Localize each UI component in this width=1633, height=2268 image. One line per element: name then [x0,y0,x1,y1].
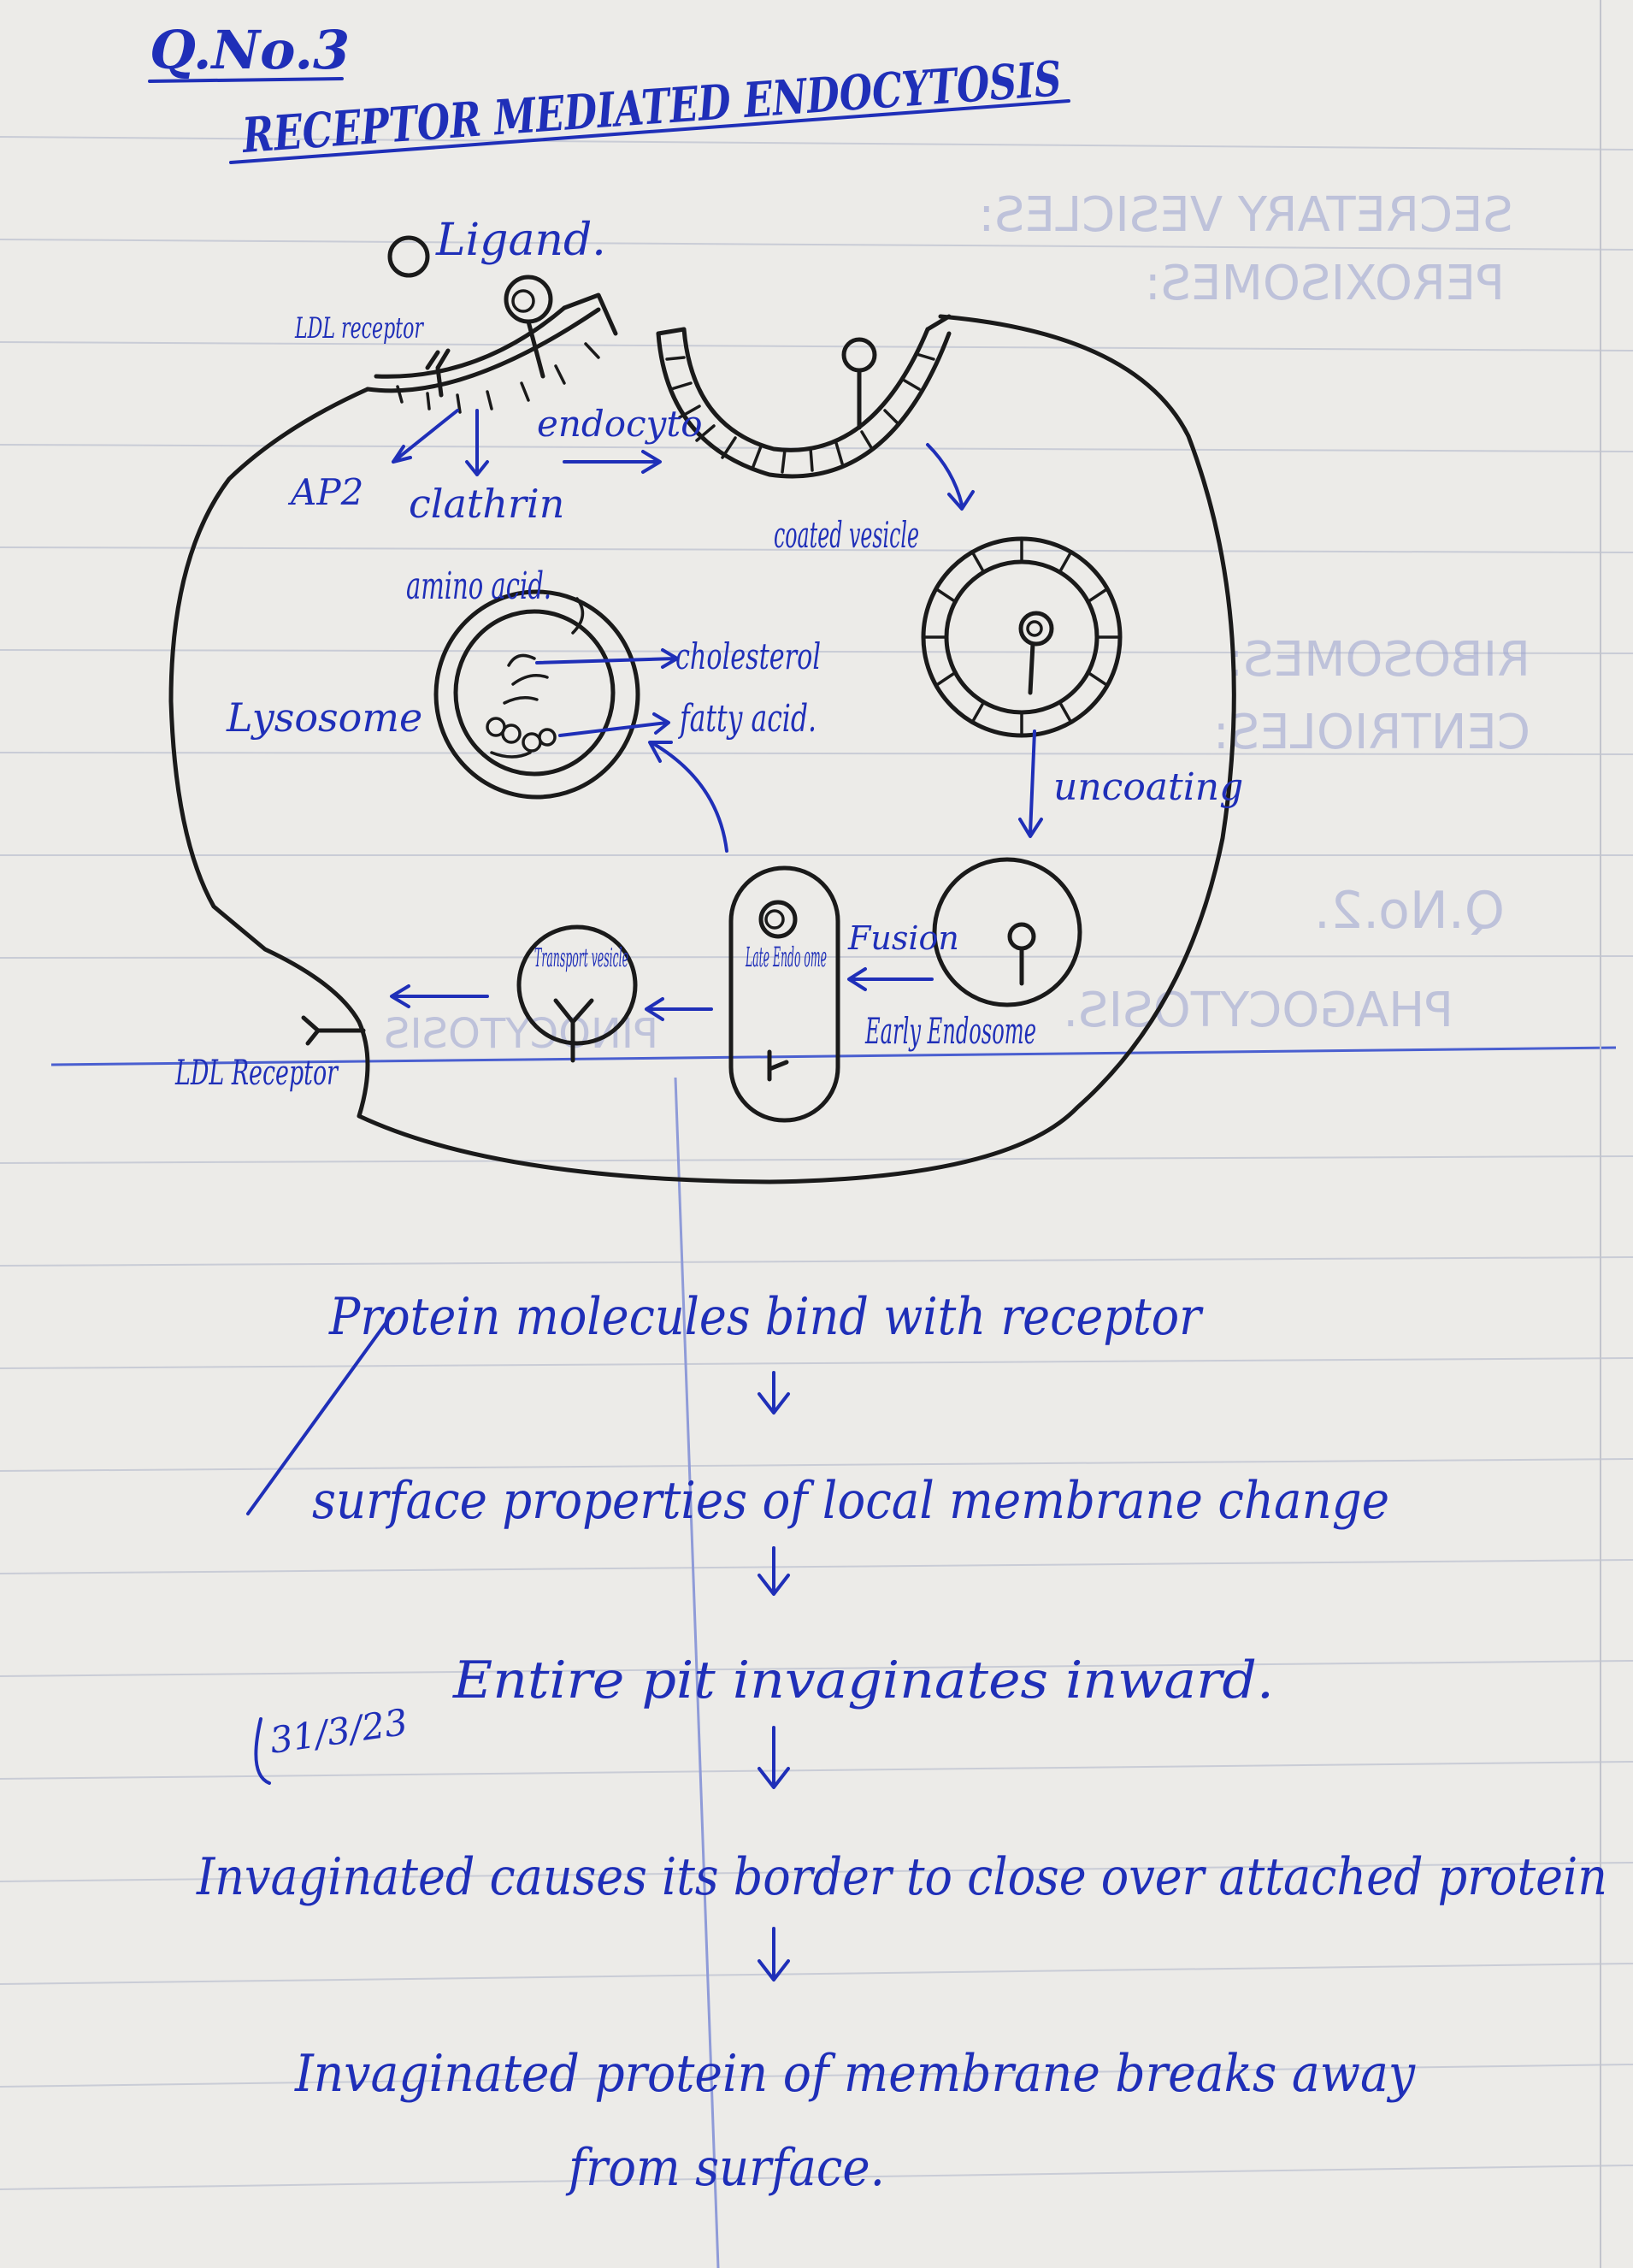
flow-step-2: surface properties of local membrane cha… [312,1471,1389,1531]
ldl-receptor-recycled [301,1015,366,1046]
arrow-fusion [847,967,934,991]
ligand-receptor-pit [841,337,877,430]
label-fatty-acid: fatty acid. [678,697,816,741]
flow-step-1: Protein molecules bind with receptor [328,1287,1204,1347]
label-transport-vesicle: Transport vesicle [534,943,628,973]
arrow-to-transport-vesicle [645,997,713,1021]
membrane-pit-left [365,292,618,414]
margin-stroke [246,1311,395,1515]
label-endocytosis: endocyto [537,403,703,445]
label-amino-acid: amino acid. [406,564,551,608]
label-fusion: Fusion [847,919,959,957]
label-ligand: Ligand. [435,215,606,266]
arrow-endocytosis [563,450,662,474]
ghost-line-4: CENTRIOLES: [1213,705,1530,760]
ghost-line-2: PEROXISOMES: [1145,256,1505,311]
ghost-line-5: Q.No.2. [1314,881,1505,941]
label-ldl-receptor-top: LDL receptor [294,311,424,346]
flow-arrow-4 [758,1927,790,1982]
label-uncoating: uncoating [1053,765,1243,809]
arrow-clathrin [465,409,489,476]
ghost-line-1: SECRETARY VESICLES: [978,187,1513,243]
label-ap2: AP2 [287,471,363,513]
label-clathrin: clathrin [409,481,564,527]
label-ldl-receptor-bottom: LDL Receptor [174,1054,339,1093]
page-title: RECEPTOR MEDIATED ENDOCYTOSIS [239,50,1064,164]
cell-diagram [168,235,1236,1184]
arrow-ap2 [392,409,459,464]
flow-step-5: Invaginated protein of membrane breaks a… [294,2044,1416,2104]
label-coated-vesicle: coated vesicle [774,514,919,556]
ghost-line-3: RIBOSOMES: [1227,632,1530,688]
flow-step-3: Entire pit invaginates inward. [452,1651,1274,1710]
label-late-endosome: Late Endo ome [746,941,827,973]
membrane-pit-right [656,314,952,479]
late-endosome [728,865,840,1123]
transport-vesicle [516,924,638,1063]
cell-membrane [168,314,1236,1184]
early-endosome [932,857,1082,1007]
flow-arrow-2 [758,1546,790,1596]
bleed-through-text: SECRETARY VESICLES: PEROXISOMES: RIBOSOM… [384,187,1530,1058]
label-lysosome: Lysosome [226,694,422,741]
ghost-line-7: PINOCYTOSIS [384,1010,658,1058]
ldl-receptor-surface [425,348,451,398]
date-bracket [254,1717,271,1785]
arrow-to-lysosome [648,741,728,853]
flow-steps: Protein molecules bind with receptor sur… [196,1287,1607,2198]
label-early-endosome: Early Endosome [864,1010,1036,1052]
arrow-to-coated-vesicle [926,443,975,511]
question-number: Q.No.3 [150,19,350,81]
diagram-annotations: Ligand. LDL receptor AP2 clathrin endocy… [174,215,1243,1093]
coated-vesicle [921,536,1123,738]
arrow-to-membrane [390,984,489,1008]
lysosome [433,589,640,800]
flow-arrow-3 [758,1726,790,1789]
flow-arrow-1 [758,1371,790,1415]
arrow-uncoating [1018,729,1043,838]
label-cholesterol: cholesterol [675,635,821,677]
flow-date: 31/3/23 [268,1701,410,1762]
ghost-line-6: PHAGOCYTOSIS. [1063,983,1453,1038]
ligand-receptor-left [504,275,553,379]
arrow-fatty-acid [558,712,670,737]
flow-step-5-cont: from surface. [565,2138,885,2198]
flow-step-4: Invaginated causes its border to close o… [196,1847,1607,1907]
ligand-free [387,235,430,278]
arrow-cholesterol [535,648,679,669]
